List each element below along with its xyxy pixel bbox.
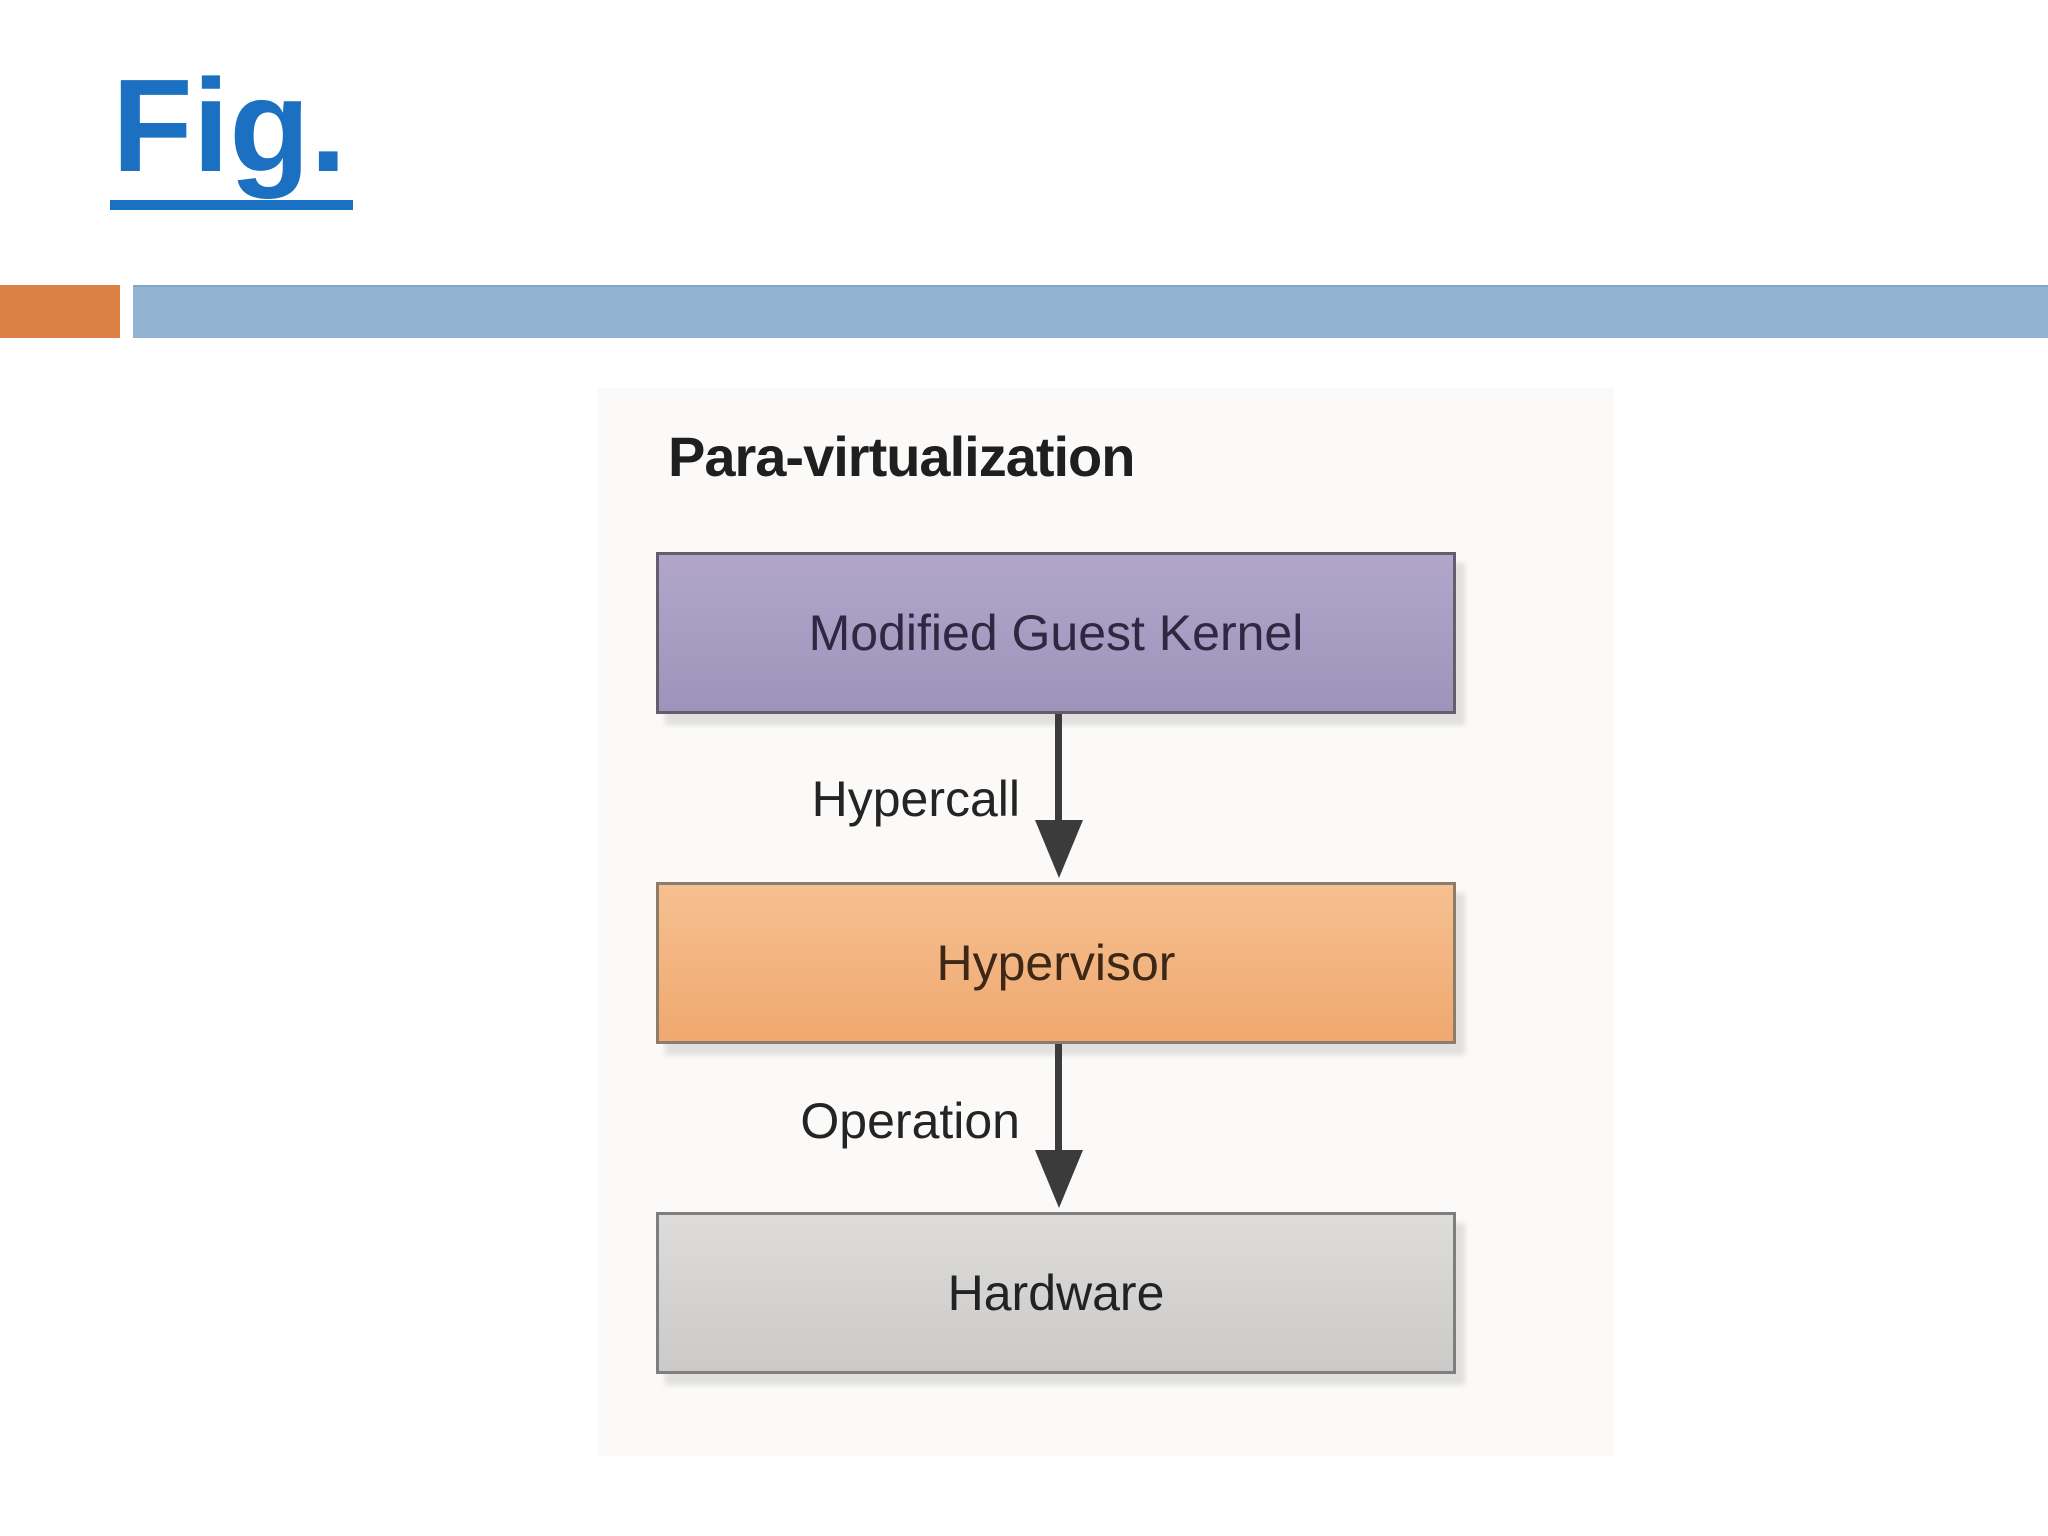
arrow-operation-label: Operation (800, 1093, 1020, 1149)
accent-bar-blue-segment (133, 285, 2048, 338)
box-modified-guest-kernel: Modified Guest Kernel (656, 552, 1456, 714)
arrow-hypercall-line (1055, 714, 1062, 824)
arrow-hypercall-label: Hypercall (811, 771, 1020, 827)
arrow-operation-arrowhead-icon (1035, 1150, 1083, 1208)
box-hypervisor-label: Hypervisor (936, 935, 1176, 991)
diagram-title: Para-virtualization (668, 425, 1135, 488)
arrow-operation-line (1055, 1044, 1062, 1154)
arrow-hypercall-arrowhead-icon (1035, 820, 1083, 878)
box-hardware: Hardware (656, 1212, 1456, 1374)
box-hypervisor: Hypervisor (656, 882, 1456, 1044)
box-modified-guest-kernel-label: Modified Guest Kernel (808, 605, 1304, 661)
slide-title-link[interactable]: Fig. (110, 52, 353, 210)
box-hardware-label: Hardware (947, 1265, 1165, 1321)
accent-bar-orange-segment (0, 285, 120, 338)
